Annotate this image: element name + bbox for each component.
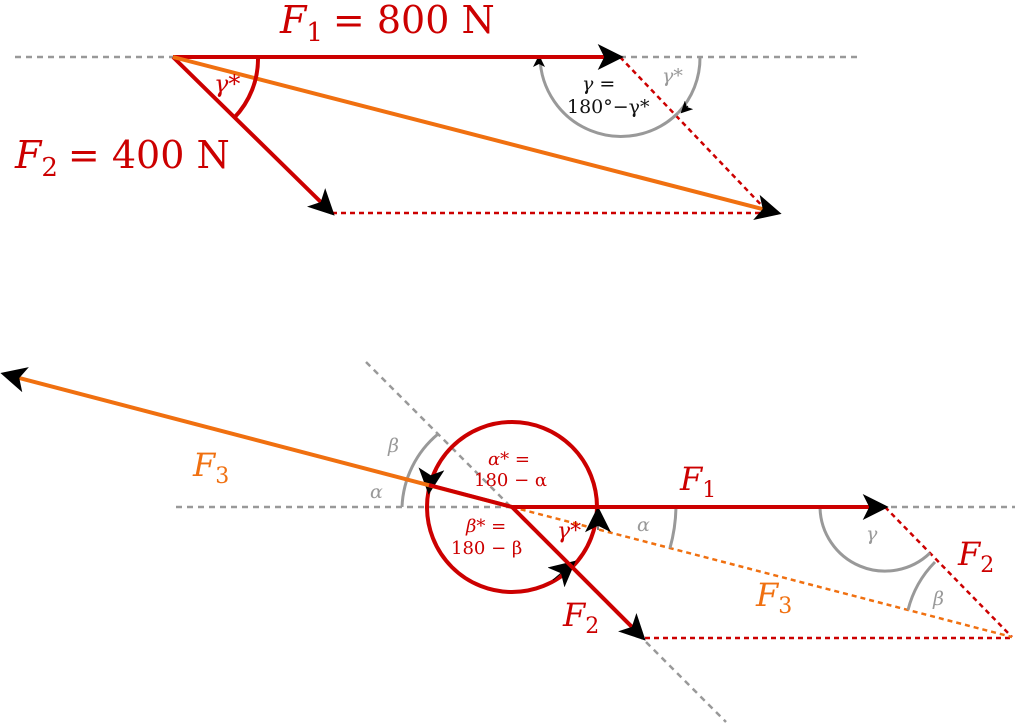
bottom-f2-right-label: F2: [957, 535, 994, 578]
bottom-f1-label: F1: [679, 460, 716, 503]
bottom-f2-label: F2: [562, 596, 599, 639]
bottom-f3-inner-segment: [428, 483, 513, 509]
bottom-alpha-star-line2: 180 − α: [474, 470, 547, 491]
bottom-f3-right-label: F3: [755, 576, 792, 619]
bottom-alpha-star-line1: α* =: [488, 449, 530, 470]
bottom-gamma-gray-right-label: γ: [866, 523, 878, 545]
bottom-beta-star-line1: β* =: [465, 516, 506, 537]
top-gamma-star-gray-label: γ*: [662, 65, 683, 87]
bottom-diagram: F3 F1 F2 F2 F3 α* = 180 − α β* = 180 − β…: [0, 361, 1015, 723]
bottom-beta-gray-arc-right: [906, 560, 937, 611]
bottom-f3-left-label: F3: [192, 446, 229, 489]
bottom-beta-gray-right-label: β: [932, 588, 944, 610]
top-gamma-arc-arrow-right: [680, 100, 694, 114]
bottom-parallelogram-right-edge: [884, 506, 1013, 638]
bottom-f3-arrow: [0, 367, 513, 509]
top-resultant-arrow: [172, 55, 782, 221]
top-gamma-star-label: γ*: [214, 70, 240, 98]
bottom-f2-arrow: [510, 505, 646, 641]
bottom-alpha-gray-right-label: α: [637, 514, 650, 536]
bottom-beta-gray-label: β: [387, 435, 399, 457]
top-gamma-star-arc: [232, 56, 261, 120]
top-gamma-eq-line2: 180°−γ*: [567, 96, 650, 118]
top-gamma-eq-line1: γ =: [582, 73, 615, 95]
top-f2-label: F2= 400 N: [14, 133, 230, 183]
top-gamma-arc: [538, 56, 680, 138]
top-f2-arrow: [171, 55, 335, 216]
bottom-beta-star-line2: 180 − β: [451, 538, 522, 559]
bottom-alpha-gray-label: α: [370, 481, 383, 503]
bottom-alpha-gray-arc-right: [668, 506, 678, 549]
bottom-gamma-gray-arc-right: [818, 506, 932, 573]
top-diagram: F1= 800 N F2= 400 N γ* γ = 180°−γ* γ*: [14, 0, 858, 221]
bottom-beta-gray-arc: [400, 432, 439, 508]
top-f1-label: F1= 800 N: [279, 0, 495, 48]
bottom-gamma-star-label: γ*: [557, 519, 581, 544]
